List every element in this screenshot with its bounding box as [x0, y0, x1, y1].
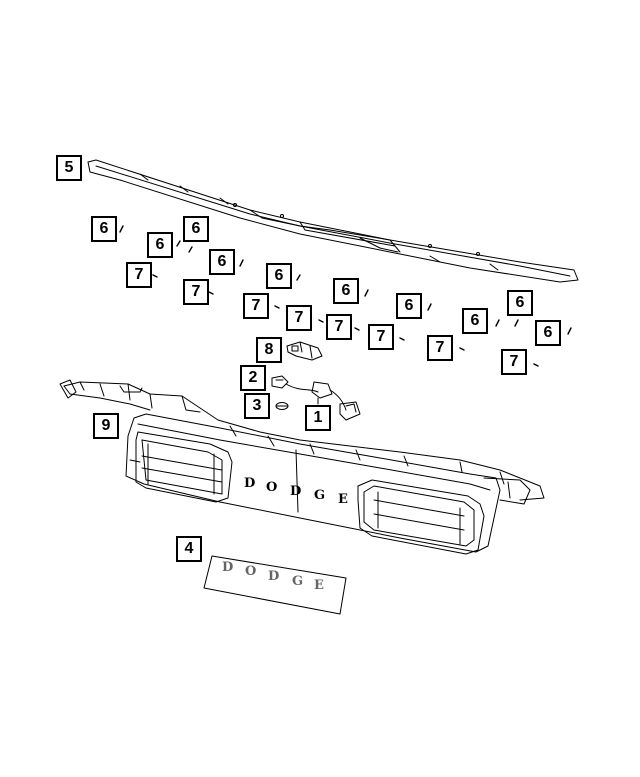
- callout-7: 7: [243, 293, 269, 319]
- callout-6: 6: [462, 308, 488, 334]
- callout-6: 6: [91, 216, 117, 242]
- tail-panel-part-9: [59, 379, 545, 555]
- callout-4: 4: [176, 536, 202, 562]
- callout-7: 7: [183, 279, 209, 305]
- wiring-harness-part-1: [285, 381, 361, 421]
- callout-5: 5: [56, 155, 82, 181]
- callout-7: 7: [501, 349, 527, 375]
- callout-1: 1: [305, 405, 331, 431]
- connector-part-8: [286, 341, 323, 361]
- callout-6: 6: [535, 320, 561, 346]
- callout-3: 3: [244, 393, 270, 419]
- callout-6: 6: [333, 278, 359, 304]
- callout-7: 7: [368, 324, 394, 350]
- callout-7: 7: [126, 262, 152, 288]
- molding-strip-part-5: [87, 159, 579, 283]
- fastener-leaders: [119, 225, 572, 367]
- callout-6: 6: [507, 290, 533, 316]
- panel-badge-letter-2: O: [266, 480, 278, 495]
- bulb-part-3: [275, 402, 289, 410]
- callout-7: 7: [286, 305, 312, 331]
- badge-letter-5: E: [314, 578, 324, 593]
- callout-6: 6: [209, 249, 235, 275]
- callout-7: 7: [427, 335, 453, 361]
- panel-badge-letter-3: D: [290, 484, 302, 499]
- callout-6: 6: [183, 216, 209, 242]
- panel-badge-letter-5: E: [338, 492, 348, 507]
- callout-8: 8: [256, 337, 282, 363]
- badge-plate-part-4: [203, 555, 347, 615]
- callout-2: 2: [240, 365, 266, 391]
- badge-letter-4: G: [292, 574, 304, 589]
- callout-9: 9: [93, 413, 119, 439]
- callout-6: 6: [266, 263, 292, 289]
- callout-6: 6: [147, 232, 173, 258]
- socket-part-2: [271, 375, 289, 389]
- panel-badge-letter-1: D: [244, 476, 256, 491]
- callout-7: 7: [326, 314, 352, 340]
- badge-letter-1: D: [222, 560, 234, 575]
- badge-letter-3: D: [268, 569, 280, 584]
- badge-letter-2: O: [245, 564, 257, 579]
- callout-6: 6: [396, 293, 422, 319]
- panel-badge-letter-4: G: [314, 488, 326, 503]
